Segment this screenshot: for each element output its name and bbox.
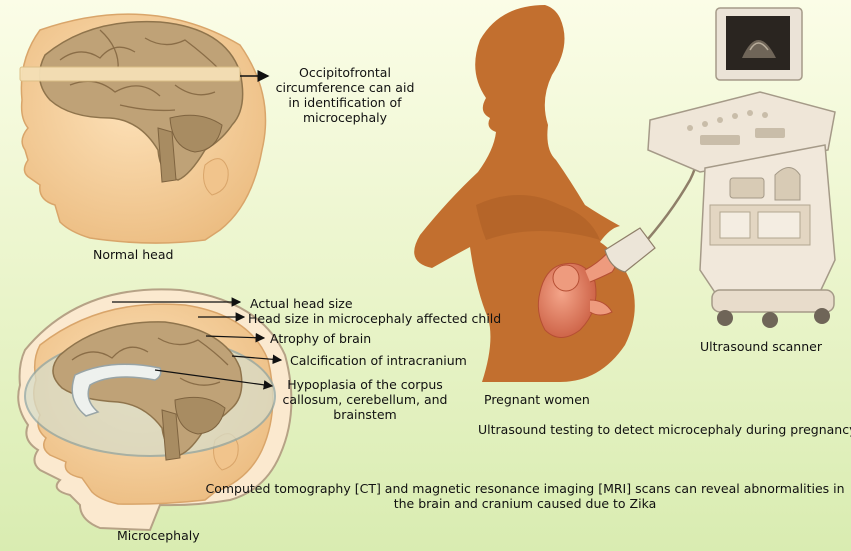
normal-cerebellum <box>169 114 223 153</box>
hypoplasia-label: Hypoplasia of the corpus callosum, cereb… <box>282 377 448 422</box>
microcephaly-head-size-label: Head size in microcephaly affected child <box>248 311 502 326</box>
scanner-base <box>711 289 835 313</box>
micro-brainstem <box>161 409 181 461</box>
microcephaly-label: Microcephaly <box>117 528 200 543</box>
microcephaly-head-illustration <box>17 288 293 532</box>
ultrasound-scanner-label: Ultrasound scanner <box>700 339 822 354</box>
ultrasound-probe <box>604 227 656 273</box>
actual-head-size-label: Actual head size <box>250 296 353 311</box>
normal-head-label: Normal head <box>93 247 174 262</box>
corpus-callosum <box>71 363 162 417</box>
normal-head-illustration <box>19 13 270 244</box>
micro-cerebellum <box>174 396 226 435</box>
ofc-label: Occipitofrontal circumference can aid in… <box>275 65 415 125</box>
ultrasound-scanner-illustration <box>604 7 836 328</box>
normal-head-ear <box>203 158 229 196</box>
ultrasound-testing-label: Ultrasound testing to detect microcephal… <box>478 422 851 437</box>
atrophy-label: Atrophy of brain <box>270 331 372 346</box>
ct-mri-caption: Computed tomography [CT] and magnetic re… <box>205 481 845 511</box>
ofc-band <box>19 66 241 82</box>
normal-brainstem <box>157 127 177 183</box>
calcification-label: Calcification of intracranium <box>290 353 467 368</box>
pregnant-women-label: Pregnant women <box>484 392 590 407</box>
